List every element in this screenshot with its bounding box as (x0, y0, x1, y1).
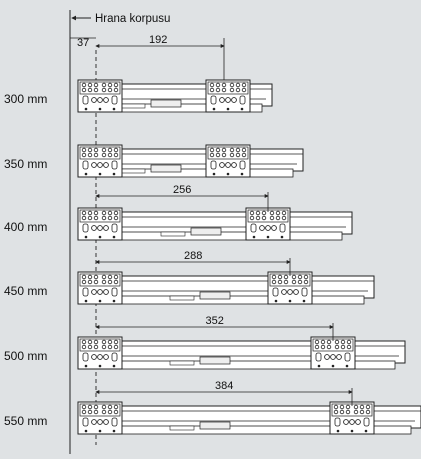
runner-row: 550 mm 384 (4, 380, 421, 435)
spacing-dim-label: 352 (206, 315, 224, 327)
runner-rail (77, 340, 406, 364)
dim-label-192: 192 (149, 34, 167, 46)
runner-length-label: 400 mm (4, 220, 47, 234)
mechanism-detail (150, 164, 182, 173)
runner-length-label: 350 mm (4, 157, 47, 171)
mechanism-detail (169, 360, 195, 366)
mechanism-detail (150, 99, 182, 108)
rear-bracket (267, 271, 313, 305)
runner-length-label: 500 mm (4, 349, 47, 363)
front-bracket (77, 79, 123, 113)
front-bracket (77, 401, 123, 435)
rear-bracket (310, 336, 356, 370)
dim-label-37: 37 (77, 37, 89, 49)
mechanism-detail (169, 425, 195, 431)
mechanism-detail (169, 295, 195, 301)
rear-bracket (329, 401, 375, 435)
front-bracket (77, 144, 123, 178)
mechanism-detail (199, 356, 231, 365)
spacing-dim-label: 384 (215, 380, 233, 392)
mechanism-detail (120, 103, 146, 109)
runner-row: 350 mm (4, 144, 304, 178)
runner-row: 500 mm 352 (4, 315, 406, 370)
front-bracket (77, 207, 123, 241)
runner-length-label: 450 mm (4, 284, 47, 298)
rear-bracket (245, 207, 291, 241)
mechanism-detail (120, 168, 146, 174)
runner-length-label: 550 mm (4, 414, 47, 428)
front-bracket (77, 271, 123, 305)
rear-bracket (205, 79, 251, 113)
spacing-dim-label: 256 (173, 184, 191, 196)
mechanism-detail (160, 231, 186, 237)
runner-row: 450 mm 288 (4, 250, 375, 305)
runner-length-label: 300 mm (4, 92, 47, 106)
mechanism-detail (199, 421, 231, 430)
edge-label: Hrana korpusu (95, 13, 170, 25)
mechanism-detail (199, 291, 231, 300)
front-bracket (77, 336, 123, 370)
mechanism-detail (190, 227, 222, 236)
runner-row: 400 mm 256 (4, 184, 353, 241)
rear-bracket (205, 144, 251, 178)
runner-row: 300 mm (4, 79, 273, 113)
spacing-dim-label: 288 (184, 250, 202, 262)
